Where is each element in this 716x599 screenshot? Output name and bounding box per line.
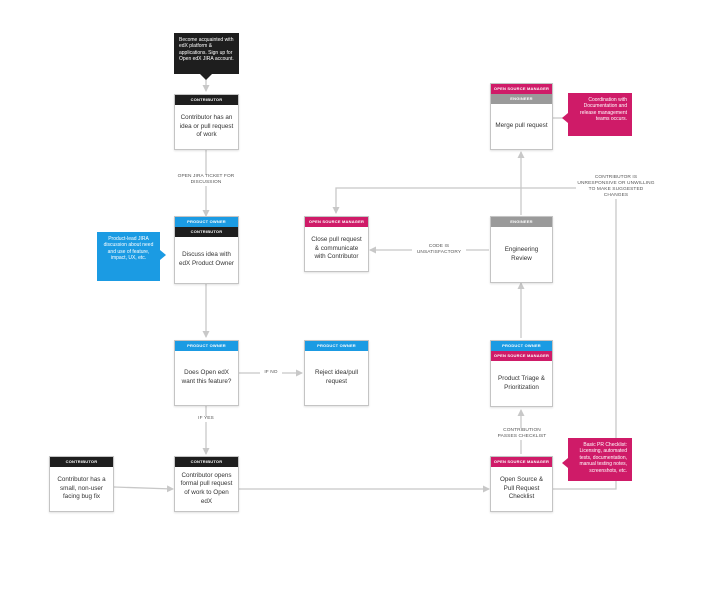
role-open-source-manager: OPEN SOURCE MANAGER — [491, 351, 552, 361]
node-triage[interactable]: PRODUCT OWNER OPEN SOURCE MANAGER Produc… — [490, 340, 553, 407]
node-merge[interactable]: OPEN SOURCE MANAGER ENGINEER Merge pull … — [490, 83, 553, 150]
role-product-owner: PRODUCT OWNER — [175, 217, 238, 227]
node-text: Does Open edX want this feature? — [181, 369, 232, 385]
note-jira-account: Become acquainted with edX platform & ap… — [174, 33, 239, 74]
note-product-lead-pointer — [160, 250, 166, 260]
node-opens-pr[interactable]: CONTRIBUTOR Contributor opens formal pul… — [174, 456, 239, 512]
note-basic-pr-pointer — [562, 458, 568, 468]
note-coordination-pointer — [562, 113, 568, 123]
node-checklist[interactable]: OPEN SOURCE MANAGER Open Source & Pull R… — [490, 456, 553, 512]
edge-bugfix-to-opens — [113, 485, 174, 493]
node-eng-review[interactable]: ENGINEER Engineering Review — [490, 216, 553, 283]
node-text: Contributor has a small, non-user facing… — [57, 476, 106, 501]
node-close-pr[interactable]: OPEN SOURCE MANAGER Close pull request &… — [304, 216, 369, 272]
node-discuss-idea[interactable]: PRODUCT OWNER CONTRIBUTOR Discuss idea w… — [174, 216, 239, 284]
node-bug-fix[interactable]: CONTRIBUTOR Contributor has a small, non… — [49, 456, 114, 512]
note-coordination-text: Coordination with Documentation and rele… — [580, 97, 627, 123]
node-text: Close pull request & communicate with Co… — [311, 236, 362, 261]
role-open-source-manager: OPEN SOURCE MANAGER — [491, 84, 552, 94]
node-want-feature[interactable]: PRODUCT OWNER Does Open edX want this fe… — [174, 340, 239, 406]
note-product-lead: Product-lead JIRA discussion about need … — [97, 232, 160, 281]
node-text: Merge pull request — [495, 122, 548, 130]
note-jira-account-text: Become acquainted with edX platform & ap… — [179, 37, 234, 63]
node-text: Open Source & Pull Request Checklist — [499, 476, 544, 501]
note-jira-account-pointer — [200, 74, 212, 80]
edge-label-if-no: IF NO — [260, 370, 282, 376]
node-contributor-idea[interactable]: CONTRIBUTOR Contributor has an idea or p… — [174, 94, 239, 150]
node-text: Contributor opens formal pull request of… — [180, 471, 233, 505]
note-coordination: Coordination with Documentation and rele… — [568, 93, 632, 136]
role-product-owner: PRODUCT OWNER — [175, 341, 238, 351]
node-text: Contributor has an idea or pull request … — [179, 114, 234, 139]
node-text: Product Triage & Prioritization — [498, 374, 545, 391]
note-product-lead-text: Product-lead JIRA discussion about need … — [103, 236, 154, 262]
role-engineer: ENGINEER — [491, 94, 552, 104]
edge-label-unresponsive: CONTRIBUTOR IS UNRESPONSIVE OR UNWILLING… — [576, 175, 656, 199]
edge-label-passes-checklist: CONTRIBUTION PASSES CHECKLIST — [493, 428, 551, 440]
role-contributor: CONTRIBUTOR — [175, 457, 238, 467]
role-engineer: ENGINEER — [491, 217, 552, 227]
role-contributor: CONTRIBUTOR — [175, 95, 238, 105]
node-text: Discuss idea with edX Product Owner — [179, 251, 234, 267]
role-open-source-manager: OPEN SOURCE MANAGER — [305, 217, 368, 227]
edge-label-code-unsatisfactory: CODE IS UNSATISFACTORY — [412, 244, 466, 256]
role-contributor: CONTRIBUTOR — [50, 457, 113, 467]
role-product-owner: PRODUCT OWNER — [491, 341, 552, 351]
node-text: Engineering Review — [504, 245, 539, 262]
role-open-source-manager: OPEN SOURCE MANAGER — [491, 457, 552, 467]
edge-label-open-jira: OPEN JIRA TICKET FOR DISCUSSION — [176, 174, 236, 186]
note-basic-pr-text: Basic PR Checklist: Licensing, automated… — [579, 442, 627, 474]
role-contributor: CONTRIBUTOR — [175, 227, 238, 237]
note-basic-pr: Basic PR Checklist: Licensing, automated… — [568, 438, 632, 481]
edge-label-if-yes: IF YES — [194, 416, 218, 422]
node-reject[interactable]: PRODUCT OWNER Reject idea/pull request — [304, 340, 369, 406]
node-text: Reject idea/pull request — [314, 369, 359, 385]
role-product-owner: PRODUCT OWNER — [305, 341, 368, 351]
